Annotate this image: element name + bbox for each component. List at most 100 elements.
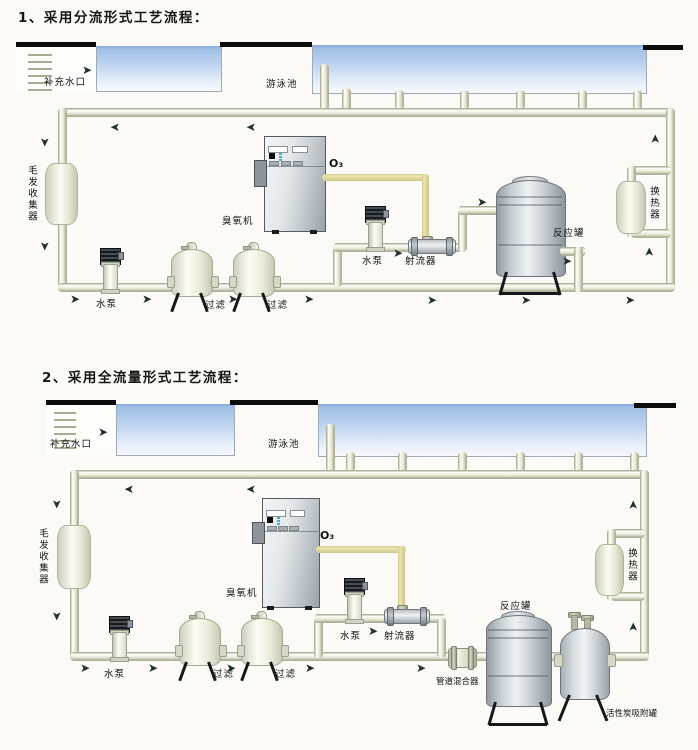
injector-label: 射流器 — [405, 256, 437, 267]
diagram2-title: 2、采用全流量形式工艺流程： — [42, 370, 248, 386]
main-pump-label: 水泵 — [96, 299, 118, 310]
pool-drain-pipe — [398, 452, 407, 472]
pump-junction-box — [362, 582, 368, 590]
injector-flange — [420, 607, 427, 626]
pump-junction-box — [383, 210, 389, 218]
indicator-led-icon — [279, 156, 282, 158]
indicator-led-icon — [277, 517, 280, 519]
injector-flange — [387, 607, 394, 626]
balance-tank-water — [116, 404, 235, 456]
tank-nozzle — [571, 615, 578, 630]
pool-drain-pipe — [633, 90, 642, 110]
branch-pump — [365, 206, 389, 252]
inlet-grate-line — [28, 61, 52, 63]
injector-body — [384, 609, 430, 624]
branch-pump — [344, 578, 368, 624]
inlet-grate-line — [28, 75, 52, 77]
hx-bypass-pipe — [611, 592, 645, 601]
injector-body — [408, 239, 456, 254]
filter-tank — [175, 611, 227, 683]
filter-label: 过滤 — [205, 300, 227, 311]
filter-flange — [167, 276, 175, 288]
flow-arrow-icon — [368, 625, 378, 637]
ozone-machine-label: 臭氧机 — [226, 588, 258, 599]
cabinet-foot — [310, 230, 317, 234]
tank-weld-band — [488, 675, 548, 677]
injector-flange — [411, 237, 418, 256]
swimming-pool-water — [318, 404, 647, 457]
hx-bypass-pipe — [611, 529, 645, 538]
pump-junction-box — [127, 620, 133, 628]
tank-inlet-pipe — [458, 206, 502, 215]
top-header-pipe — [70, 470, 649, 479]
pump-flange — [345, 619, 364, 624]
filter-flange — [211, 276, 219, 288]
hx-bypass-pipe — [631, 229, 671, 238]
indicator-led-icon — [279, 153, 282, 155]
pool-drain-pipe — [630, 452, 639, 472]
tank-body — [560, 628, 610, 700]
panel-button — [281, 161, 291, 166]
flow-arrow-icon — [393, 247, 403, 259]
inlet-grate-line — [28, 54, 52, 56]
filter-label: 过滤 — [213, 669, 235, 680]
inlet-grate-line — [28, 68, 52, 70]
deck-bar — [643, 45, 683, 50]
pool-drain-pipe — [460, 90, 469, 110]
ozone-gas-pipe — [322, 174, 428, 181]
inlet-grate-line — [54, 419, 76, 421]
flow-arrow-icon — [39, 241, 51, 251]
deck-bar — [634, 403, 676, 408]
filter-tank — [237, 611, 289, 683]
gutter-drop-pipe — [326, 424, 335, 472]
filter-flange — [273, 276, 281, 288]
pool-drain-pipe — [458, 452, 467, 472]
tank-inlet-riser — [458, 206, 467, 252]
tank-outlet-drop — [574, 247, 583, 292]
pool-drain-pipe — [395, 90, 404, 110]
top-header-pipe — [58, 108, 675, 117]
tank-outlet-pipe — [560, 247, 586, 256]
hair-collector — [57, 525, 91, 589]
diagram-split-flow: 1、采用分流形式工艺流程： 补充水口 游泳池 毛发收集器 — [0, 0, 698, 360]
tank-flange — [607, 654, 616, 667]
bottom-main-pipe — [58, 283, 675, 292]
balance-tank-water — [96, 46, 222, 92]
flow-arrow-icon — [627, 622, 639, 632]
reaction-tank-label: 反应罐 — [500, 601, 532, 612]
injector-flange — [446, 237, 453, 256]
gutter-drop-pipe — [320, 64, 329, 110]
cabinet-side-box — [252, 522, 265, 544]
right-riser-pipe — [640, 470, 649, 661]
o3-label: O₃ — [329, 157, 344, 170]
display-slot — [268, 146, 288, 153]
venturi-injector — [408, 236, 456, 256]
cabinet-panel-divider — [264, 166, 324, 167]
reaction-tank-label: 反应罐 — [553, 228, 585, 239]
deck-bar — [230, 400, 318, 405]
pump-flange — [101, 289, 120, 294]
filter-label: 过滤 — [275, 669, 297, 680]
hair-collector-label: 毛发收集器 — [26, 165, 37, 223]
pipe-mixer — [448, 646, 477, 670]
tank-flange — [554, 654, 563, 667]
indicator-led-icon — [277, 520, 280, 522]
flow-arrow-icon — [643, 247, 655, 257]
swimming-pool-water — [312, 45, 647, 94]
heat-exchanger — [616, 181, 646, 234]
flow-arrow-icon — [521, 294, 531, 306]
heat-exchanger — [595, 544, 624, 596]
tank-leg-bar — [489, 723, 547, 726]
filter-leg — [240, 661, 250, 682]
inlet-grate-line — [54, 440, 76, 442]
main-pump — [100, 248, 124, 294]
filter-flange — [229, 276, 237, 288]
pool-label: 游泳池 — [268, 439, 300, 450]
display-slot — [292, 146, 308, 153]
filter-flange — [237, 645, 245, 657]
ozone-gas-pipe — [316, 546, 406, 553]
pipe-mixer-label: 管道混合器 — [436, 677, 479, 687]
inlet-grate-line — [28, 82, 52, 84]
pool-label: 游泳池 — [266, 79, 298, 90]
